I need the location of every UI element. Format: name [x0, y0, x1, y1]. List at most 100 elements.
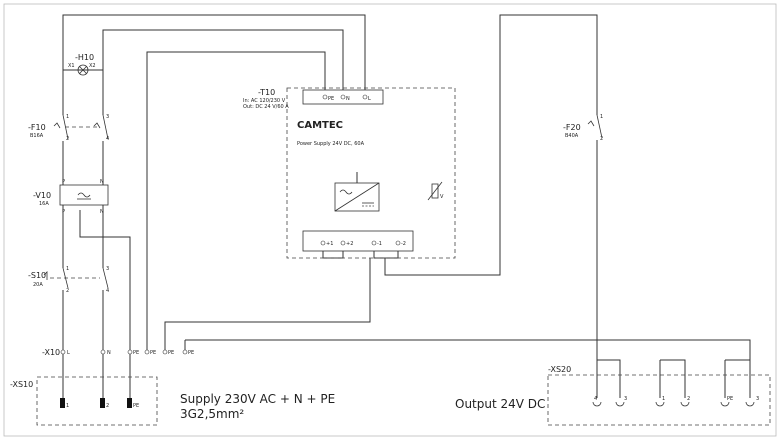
- xs20-t4: 2: [687, 396, 690, 402]
- t10-output-block: [302, 230, 414, 252]
- x10-tag: -X10: [42, 348, 60, 357]
- filter-v10: -V10 16A P N P N: [33, 179, 109, 215]
- v10-n-in: N: [100, 179, 104, 185]
- f20-contact: [596, 114, 603, 139]
- xs10-p3: PE: [133, 403, 139, 409]
- wire-pe-top: [146, 51, 326, 345]
- x10-terminal-pe4: [182, 349, 188, 355]
- t10-in-pe: PE: [328, 96, 334, 102]
- ac-wave-icon: [339, 189, 353, 195]
- v10-p-in: P: [62, 179, 65, 185]
- t10-pot-label: V: [440, 194, 444, 200]
- t10-terminal-l: [362, 94, 368, 100]
- lamp-icon: [77, 64, 89, 76]
- xs10-p2: 2: [106, 403, 109, 409]
- supply-label: Supply 230V AC + N + PE: [180, 392, 335, 406]
- s10-tag: -S10: [28, 271, 46, 280]
- output-label: Output 24V DC: [455, 397, 545, 411]
- wire-out-plus-bridge: [322, 248, 344, 259]
- f10-thermal-icon-2: [93, 122, 101, 129]
- t10-terminal-minus2: [395, 240, 401, 246]
- breaker-f10: -F10 B16A 1 2 3 4: [28, 114, 109, 142]
- xs10-enclosure: [36, 376, 158, 426]
- t10-out-spec: Out: DC 24 V/60 A: [243, 104, 289, 110]
- f10-thermal-icon: [53, 122, 61, 129]
- terminal-strip-x10: -X10 L N PE PE PE PE: [42, 340, 194, 357]
- xs20-t3: 1: [662, 396, 665, 402]
- xs20-socket-2: [615, 401, 625, 407]
- f20-thermal-icon: [587, 120, 595, 127]
- x10-terminal-pe1: [127, 349, 133, 355]
- switch-s10: -S10 20A 1 2 3 4: [28, 266, 109, 294]
- t10-brand: CAMTEC: [297, 120, 343, 131]
- t10-terminal-plus2: [340, 240, 346, 246]
- xs10-pin-1: [60, 398, 65, 408]
- wire-pe-rail-long: [185, 339, 751, 398]
- x10-n: N: [107, 350, 111, 356]
- xs20-tag: -XS20: [548, 365, 571, 374]
- xs20-enclosure: [547, 374, 771, 426]
- x10-terminal-l: [60, 349, 66, 355]
- wiring: [62, 14, 751, 400]
- potentiometer-arrow: [427, 181, 443, 201]
- f10-t3: 3: [106, 114, 109, 120]
- x10-pe2: PE: [150, 350, 156, 356]
- xs20-t1: 4: [594, 396, 597, 402]
- f20-t2: 2: [600, 136, 603, 142]
- t10-in-n: N: [346, 96, 350, 102]
- t10-tag: -T10: [258, 88, 275, 97]
- connector-xs20: -XS20 4 3 1 2 PE 3: [547, 365, 771, 426]
- wire-v10-pe: [79, 210, 131, 345]
- t10-converter-diagonal: [334, 182, 380, 212]
- lamp-h10: -H10 X1 X2: [63, 53, 103, 76]
- t10-out-p2: +2: [346, 241, 353, 247]
- x10-pe1: PE: [133, 350, 139, 356]
- supply-cable-label: 3G2,5mm²: [180, 407, 244, 421]
- xs10-pin-pe: [127, 398, 132, 408]
- t10-out-p1: +1: [326, 241, 333, 247]
- v10-tag: -V10: [33, 191, 51, 200]
- x10-terminal-pe3: [162, 349, 168, 355]
- wire-minus-rail: [164, 258, 371, 345]
- wire-xs20-jumper-1: [597, 359, 621, 398]
- xs20-socket-3: [655, 401, 665, 407]
- s10-contact-2: [102, 267, 109, 289]
- h10-x1: X1: [68, 63, 75, 69]
- t10-terminal-plus1: [320, 240, 326, 246]
- xs20-socket-4: [680, 401, 690, 407]
- v10-rating: 16A: [39, 201, 49, 207]
- breaker-f20: -F20 B40A 1 2: [563, 114, 603, 142]
- t10-terminal-minus1: [371, 240, 377, 246]
- s10-t2: 2: [66, 288, 69, 294]
- v10-n-out: N: [100, 209, 104, 215]
- v10-p-out: P: [62, 209, 65, 215]
- t10-enclosure: [286, 87, 456, 259]
- f10-t1: 1: [66, 114, 69, 120]
- wire-l-top: [62, 14, 366, 250]
- lamp-cross-b: [79, 66, 87, 74]
- t10-in-l: L: [368, 96, 371, 102]
- f20-rating: B40A: [565, 133, 579, 139]
- s10-t4: 4: [106, 288, 109, 294]
- xs20-t5: PE: [727, 396, 733, 402]
- f10-t2: 2: [66, 136, 69, 142]
- xs10-pin-2: [100, 398, 105, 408]
- connector-xs10: -XS10 1 2 PE: [10, 376, 158, 426]
- s10-actuator-icon: [43, 271, 48, 280]
- t10-terminal-pe: [322, 94, 328, 100]
- x10-terminal-n: [100, 349, 106, 355]
- f10-rating: B16A: [30, 133, 44, 139]
- xs20-socket-1: [592, 401, 602, 407]
- f20-tag: -F20: [563, 123, 581, 132]
- s10-rating: 20A: [33, 282, 43, 288]
- h10-tag: -H10: [75, 53, 94, 62]
- x10-l: L: [67, 350, 70, 356]
- t10-desc: Power Supply 24V DC, 60A: [297, 141, 365, 147]
- x10-terminal-pe2: [144, 349, 150, 355]
- xs10-tag: -XS10: [10, 380, 33, 389]
- t10-in-spec: In: AC 120/230 V: [243, 98, 286, 104]
- x10-pe3: PE: [168, 350, 174, 356]
- t10-out-m1: -1: [377, 241, 382, 247]
